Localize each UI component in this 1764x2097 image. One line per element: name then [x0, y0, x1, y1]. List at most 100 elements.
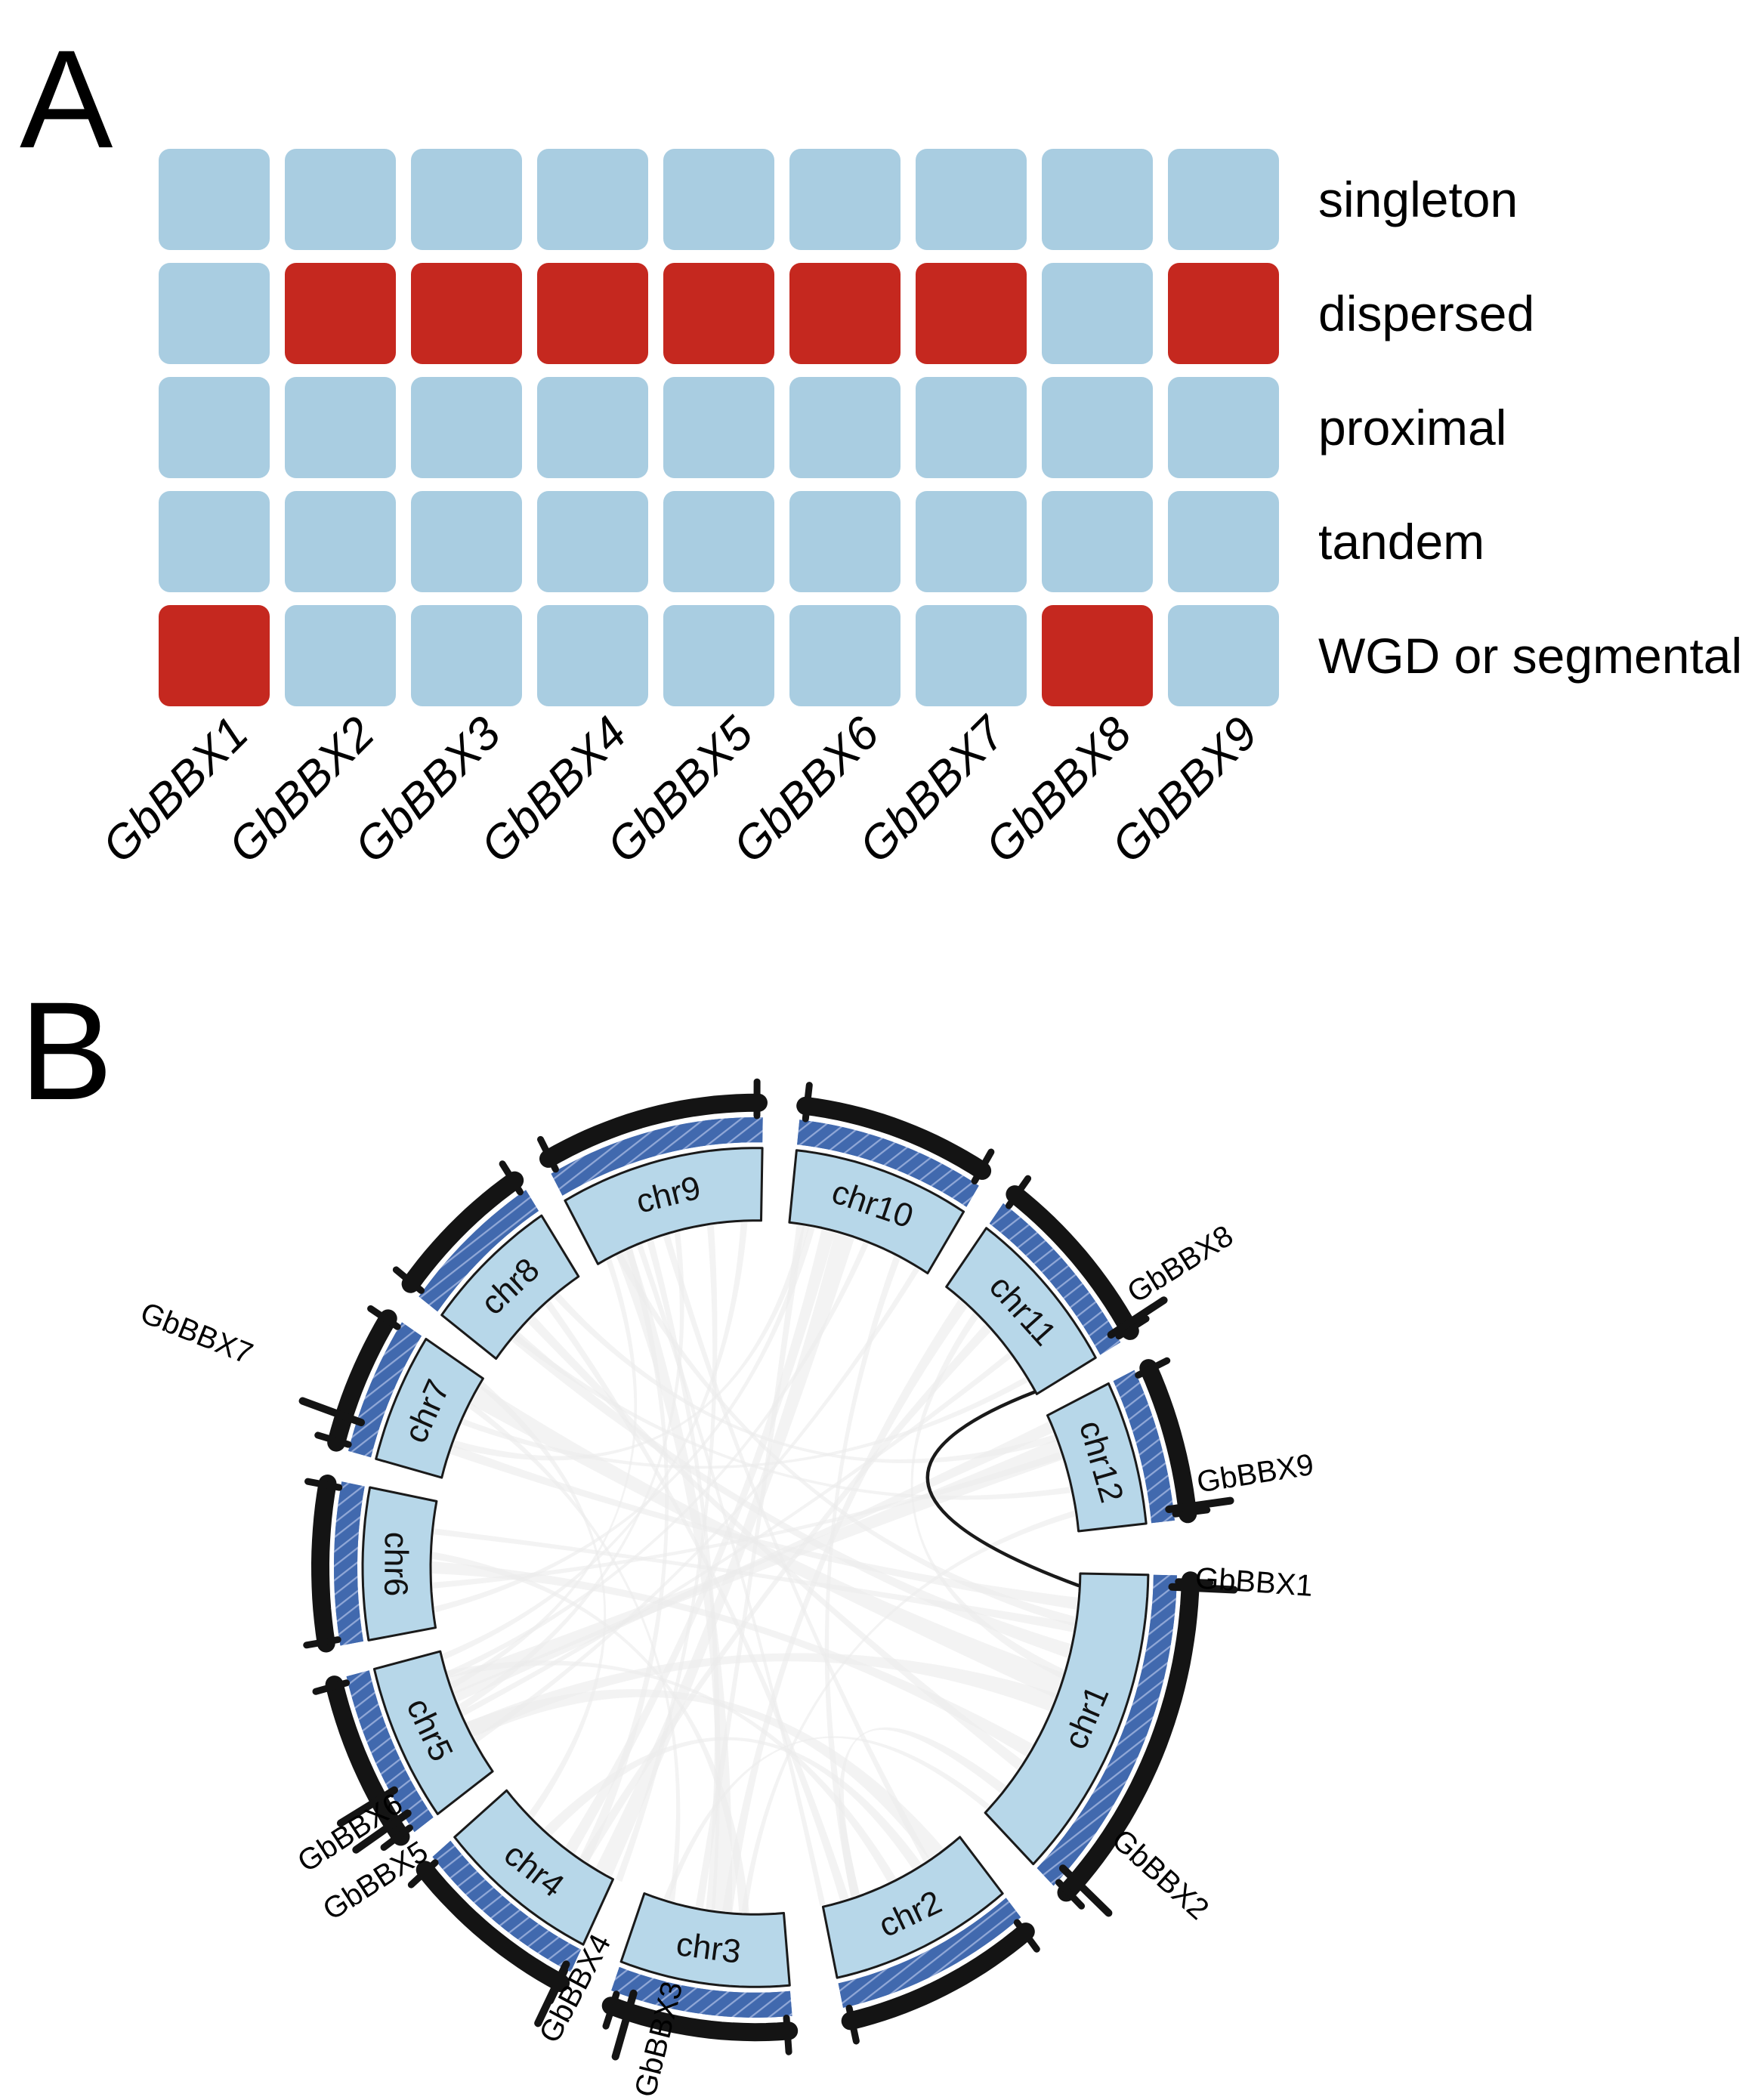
row-label-dispersed: dispersed [1318, 286, 1534, 341]
chromosome-light-band-chr3 [619, 1892, 791, 1988]
heatmap-cell-GbBBX6-tandem [789, 491, 901, 592]
heatmap-cell-GbBBX8-proximal [1042, 377, 1153, 478]
chromosome-dark-band-hatch-chr1 [1036, 1574, 1177, 1886]
gene-label-GbBBX8: GbBBX8 [1122, 1219, 1239, 1310]
chromosome-end-tick-chr11 [1115, 1315, 1150, 1340]
chromosome-dark-band-hatch-chr4 [432, 1840, 581, 1972]
synteny-ribbons [432, 1222, 1078, 1913]
chromosome-light-band-chr5 [372, 1650, 494, 1815]
chromosome-outer-arc-chr12 [1139, 1359, 1197, 1524]
chromosome-end-tick-chr12 [1172, 1506, 1211, 1518]
synteny-ribbon [839, 1727, 1006, 1898]
heatmap-cell-GbBBX2-dispersed [285, 263, 396, 364]
chromosome-chr3: chr3 [601, 1892, 799, 2055]
chromosome-end-tick-chr7 [314, 1431, 352, 1448]
heatmap-cell-GbBBX7-dispersed [916, 263, 1027, 364]
synteny-ribbon [449, 1439, 1063, 1694]
row-label-singleton: singleton [1318, 171, 1518, 227]
chromosome-outer-arc-chr2 [841, 1923, 1035, 2031]
chromosome-dark-band-hatch-chr6 [334, 1481, 365, 1646]
chromosome-chr2: chr2 [821, 1836, 1040, 2045]
chromosome-outer-arc-chr5 [325, 1675, 410, 1846]
chromosome-end-tick-chr10 [802, 1082, 813, 1123]
panel-a-label: A [20, 22, 113, 178]
heatmap-cell-GbBBX2-tandem [285, 491, 396, 592]
gene-GbBBX7: GbBBX7 [136, 1296, 366, 1427]
chromosome-end-tick-chr8 [499, 1160, 524, 1196]
heatmap-cell-GbBBX7-tandem [916, 491, 1027, 592]
chromosome-light-band-chr11 [945, 1227, 1097, 1395]
chromosome-end-tick-chr10 [971, 1148, 995, 1184]
gene-label-GbBBX1: GbBBX1 [1194, 1561, 1314, 1603]
chromosome-end-tick-chr5 [380, 1824, 413, 1851]
chromosome-chr12: chr12 [1046, 1357, 1211, 1533]
chromosome-light-band-chr4 [453, 1789, 614, 1946]
chromosome-outer-arc-chr10 [796, 1096, 992, 1180]
chromosome-label-chr6: chr6 [377, 1532, 415, 1597]
synteny-ribbon [459, 1231, 684, 1712]
heatmap-cell-GbBBX2-WGD-or-segmental [285, 605, 396, 706]
gene-tick-GbBBX7 [298, 1397, 366, 1427]
chromosome-outer-arc-chr3 [601, 1997, 799, 2042]
gene-GbBBX3: GbBBX3 [611, 1978, 689, 2097]
synteny-ribbon [442, 1222, 748, 1660]
heatmap-cell-GbBBX3-singleton [411, 149, 522, 250]
chromosome-dark-band-hatch-chr11 [989, 1203, 1121, 1355]
gene-label-GbBBX2: GbBBX2 [1105, 1823, 1215, 1926]
heatmap-cell-GbBBX8-singleton [1042, 149, 1153, 250]
heatmap-cell-GbBBX4-WGD-or-segmental [537, 605, 648, 706]
synteny-ribbon [616, 1248, 733, 1912]
chromosome-end-tick-chr2 [1013, 1919, 1040, 1953]
heatmap-cell-GbBBX2-singleton [285, 149, 396, 250]
chromosome-chr10: chr10 [788, 1082, 995, 1274]
heatmap-cell-GbBBX8-dispersed [1042, 263, 1153, 364]
heatmap-cell-GbBBX1-tandem [159, 491, 270, 592]
chromosome-outer-arc-chr1 [1057, 1571, 1200, 1902]
chromosome-end-tick-chr12 [1135, 1357, 1171, 1379]
chromosome-outer-arc-chr9 [539, 1093, 768, 1168]
heatmap-cell-GbBBX6-singleton [789, 149, 901, 250]
synteny-ribbon [565, 1229, 835, 1854]
gene-tick-GbBBX4 [534, 1960, 570, 2028]
heatmap-cell-GbBBX7-proximal [916, 377, 1027, 478]
heatmap-cell-GbBBX7-singleton [916, 149, 1027, 250]
chromosome-dark-band-hatch-chr7 [348, 1322, 422, 1458]
heatmap-cell-GbBBX2-proximal [285, 377, 396, 478]
heatmap-cell-GbBBX6-dispersed [789, 263, 901, 364]
chromosome-chr7: chr7 [314, 1305, 484, 1479]
synteny-ribbon [543, 1737, 922, 1870]
chromosome-dark-band-hatch-chr3 [611, 1966, 792, 2018]
chromosome-end-tick-chr9 [537, 1135, 559, 1173]
chromosome-end-tick-chr11 [1005, 1175, 1032, 1209]
chromosome-outer-arc-chr7 [327, 1309, 397, 1452]
heatmap-cell-GbBBX1-WGD-or-segmental [159, 605, 270, 706]
chromosome-chr6: chr6 [303, 1475, 438, 1653]
chromosome-dark-band-hatch-chr10 [797, 1120, 979, 1207]
gene-tick-GbBBX2 [1058, 1864, 1113, 1917]
chromosome-end-tick-chr2 [845, 2004, 860, 2045]
gene-label-GbBBX7: GbBBX7 [136, 1296, 258, 1371]
chromosome-end-tick-chr6 [303, 1636, 341, 1649]
chromosome-outer-arc-chr8 [401, 1171, 524, 1293]
gene-tick-GbBBX3 [611, 1989, 638, 2061]
gene-tick-GbBBX8 [1107, 1296, 1168, 1339]
heatmap-cell-GbBBX5-tandem [663, 491, 774, 592]
row-label-WGD-or-segmental: WGD or segmental [1318, 628, 1742, 684]
chromosome-chr11: chr11 [945, 1175, 1150, 1395]
heatmap-cell-GbBBX1-dispersed [159, 263, 270, 364]
chromosome-chr5: chr5 [312, 1650, 494, 1851]
synteny-ribbon [637, 1243, 826, 1906]
gene-label-GbBBX9: GbBBX9 [1194, 1448, 1316, 1499]
heatmap-cell-GbBBX6-proximal [789, 377, 901, 478]
heatmap-cell-GbBBX4-tandem [537, 491, 648, 592]
synteny-ribbon [647, 1240, 721, 1910]
chromosome-light-band-chr12 [1046, 1382, 1148, 1533]
heatmap-cell-GbBBX6-WGD-or-segmental [789, 605, 901, 706]
chromosome-light-band-chr1 [984, 1572, 1150, 1866]
heatmap-cell-GbBBX5-proximal [663, 377, 774, 478]
chromosome-chr9: chr9 [537, 1078, 768, 1265]
